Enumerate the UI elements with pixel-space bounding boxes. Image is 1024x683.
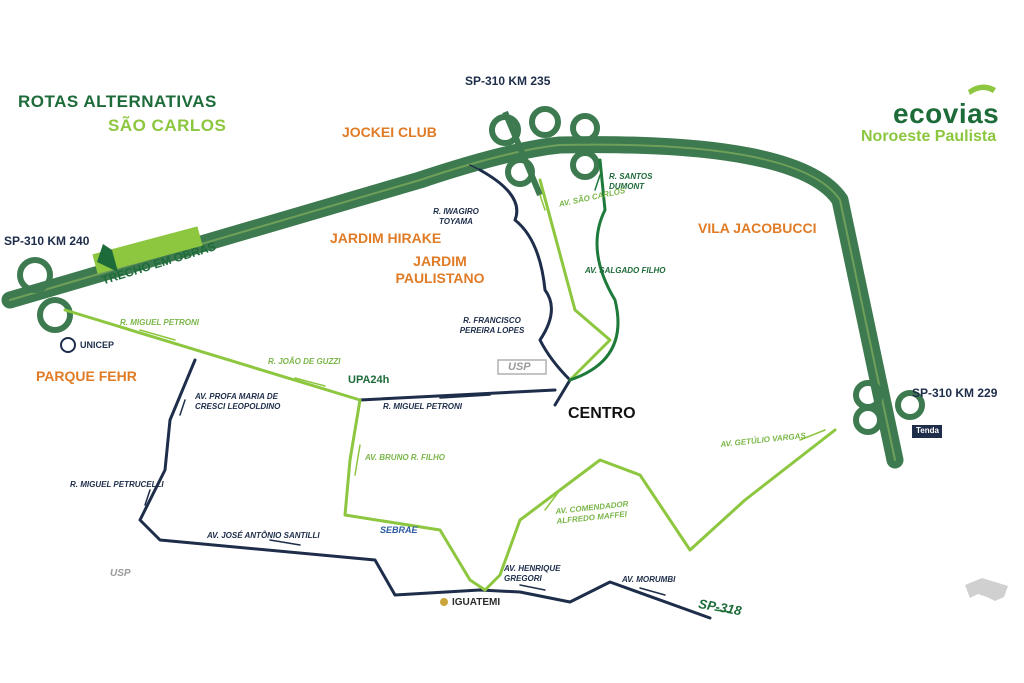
hood-fehr: PARQUE FEHR <box>36 368 137 384</box>
hwy-km240-label: SP-310 KM 240 <box>4 234 90 248</box>
direction-arrows <box>139 164 826 613</box>
landmark-iguatemi: IGUATEMI <box>452 597 501 608</box>
tenda-logo <box>912 425 942 438</box>
landmark-sebrae: SEBRAE <box>380 525 418 535</box>
state-map-icon <box>965 578 1008 601</box>
street-bruno: AV. BRUNO R. FILHO <box>365 453 446 462</box>
street-petrucelli: R. MIGUEL PETRUCELLI <box>70 480 164 489</box>
hood-jacobucci: VILA JACOBUCCI <box>698 220 817 236</box>
street-miguel-petroni-mid: R. MIGUEL PETRONI <box>383 402 462 411</box>
brand-logo: ecovias <box>893 98 1000 129</box>
street-iwagiro: R. IWAGIRO TOYAMA <box>433 207 479 226</box>
hood-paulistano: JARDIM PAULISTANO <box>395 253 485 286</box>
interchange-km229 <box>853 380 925 435</box>
unicep-logo <box>60 337 76 353</box>
interchange-km235 <box>489 106 600 197</box>
landmark-tenda: Tenda <box>916 426 939 435</box>
landmark-campus-usp: USP <box>110 568 131 579</box>
brand-region: Noroeste Paulista <box>861 128 997 145</box>
hood-jockei: JOCKEI CLUB <box>342 124 437 140</box>
hwy-km235-label: SP-310 KM 235 <box>465 74 551 88</box>
navy-routes <box>138 168 712 620</box>
landmark-upa: UPA24h <box>348 374 390 386</box>
green-routes <box>63 178 837 592</box>
centro-label: CENTRO <box>568 405 636 422</box>
landmark-usp: USP <box>508 361 531 373</box>
map-subtitle: SÃO CARLOS <box>108 116 227 135</box>
iguatemi-icon <box>440 598 448 606</box>
hood-hirake: JARDIM HIRAKE <box>330 230 442 246</box>
street-francisco: R. FRANCISCO PEREIRA LOPES <box>459 316 525 335</box>
map-title: ROTAS ALTERNATIVAS <box>18 92 217 111</box>
street-miguel-petroni-top: R. MIGUEL PETRONI <box>120 318 199 327</box>
street-santos-dumont: R. SANTOS DUMONT <box>609 172 653 191</box>
street-henrique: AV. HENRIQUE GREGORI <box>504 564 561 583</box>
street-salgado-filho: AV. SALGADO FILHO <box>585 266 666 275</box>
interchange-km240 <box>17 257 73 333</box>
street-santilli: AV. JOSÉ ANTÔNIO SANTILLI <box>207 531 320 540</box>
worker-icon <box>97 244 118 272</box>
sp310-highway <box>1 136 904 469</box>
street-morumbi: AV. MORUMBI <box>622 575 676 584</box>
landmark-marks <box>60 84 1008 606</box>
street-joao-de-guzzi: R. JOÃO DE GUZZI <box>268 357 341 366</box>
landmark-unicep: UNICEP <box>80 340 115 350</box>
street-profa-maria: AV. PROFA MARIA DE CRESCI LEOPOLDINO <box>195 392 281 411</box>
darkgreen-route <box>568 158 620 382</box>
hwy-km229-label: SP-310 KM 229 <box>912 386 998 400</box>
ecovias-leaf-icon <box>968 84 996 95</box>
usp-logo <box>497 359 547 375</box>
